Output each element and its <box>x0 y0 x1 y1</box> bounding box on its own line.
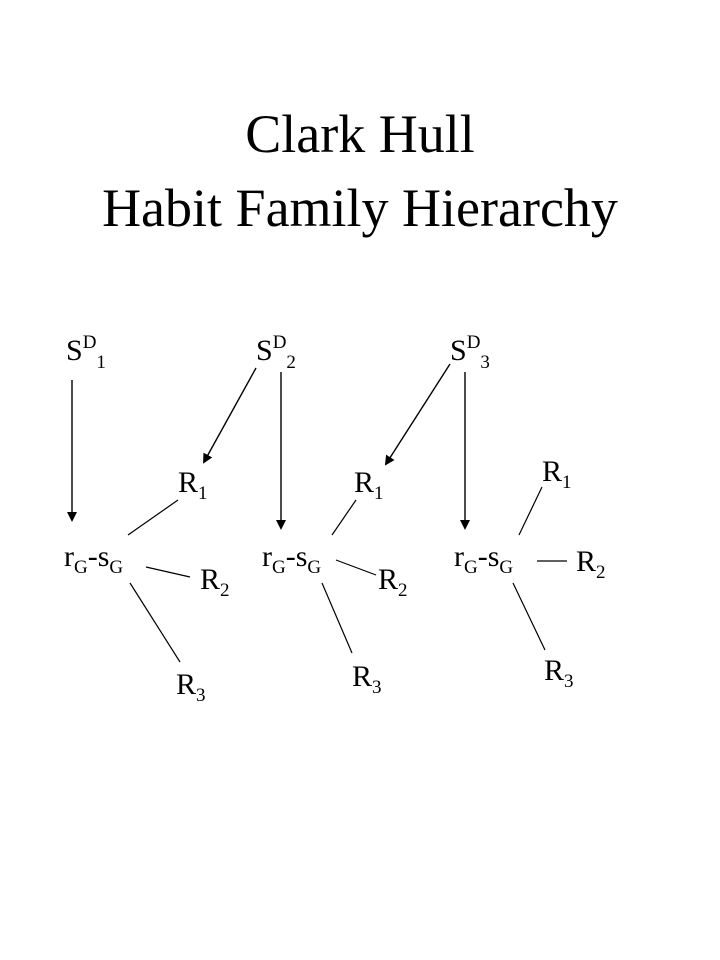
link-goal3-r1 <box>518 486 543 536</box>
stimulus-sd1: SD1 <box>66 332 106 373</box>
title-line-2: Habit Family Hierarchy <box>102 178 618 238</box>
goal-node-3: rG-sG <box>454 540 514 578</box>
stimulus-sd2: SD2 <box>256 332 296 373</box>
response-f1-r1: R1 <box>178 466 208 504</box>
response-f2-r2: R2 <box>378 563 408 601</box>
arrow-sd2-to-r1 <box>203 367 257 464</box>
link-goal1-r1 <box>127 499 179 536</box>
link-goal3-r3 <box>512 582 546 651</box>
title-line-1: Clark Hull <box>245 104 475 164</box>
link-goal2-r1 <box>331 499 357 536</box>
link-goal1-r2 <box>145 566 191 578</box>
arrow-sd3-to-r1 <box>384 363 451 466</box>
goal-node-2: rG-sG <box>262 540 322 578</box>
response-f1-r3: R3 <box>176 668 206 706</box>
response-f3-r3: R3 <box>544 654 574 692</box>
link-goal2-r2 <box>335 559 377 576</box>
goal-node-1: rG-sG <box>64 540 124 578</box>
response-f2-r3: R3 <box>352 660 382 698</box>
response-f3-r1: R1 <box>542 455 572 493</box>
response-f2-r1: R1 <box>354 466 384 504</box>
response-f1-r2: R2 <box>200 563 230 601</box>
stimulus-sd3: SD3 <box>450 332 490 373</box>
link-goal1-r3 <box>129 582 181 663</box>
link-goal2-r3 <box>321 582 353 654</box>
response-f3-r2: R2 <box>576 545 606 583</box>
